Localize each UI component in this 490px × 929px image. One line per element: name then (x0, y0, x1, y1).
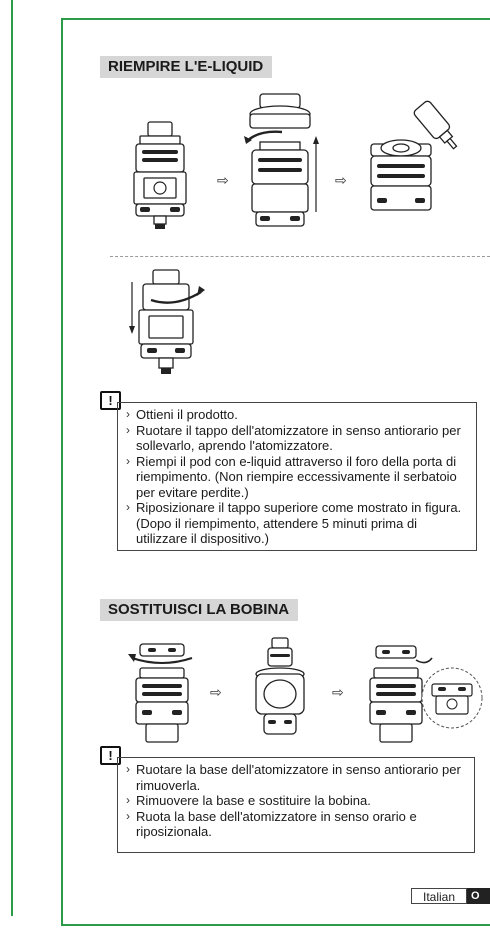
page-edge-line (11, 0, 13, 916)
notes-box-fill: Ottieni il prodotto. Ruotare il tappo de… (117, 402, 477, 551)
note-item: Ottieni il prodotto. (126, 407, 470, 423)
step-arrow-1: ⇨ (217, 172, 229, 188)
section-title-fill: RIEMPIRE L'E-LIQUID (100, 56, 273, 78)
atomizer-reinstall-base-illustration (369, 645, 483, 743)
atomizer-remove-base-illustration (128, 643, 193, 743)
atomizer-open-cap-illustration (244, 93, 319, 227)
step-arrow-4: ⇨ (332, 684, 344, 700)
notes-box-coil: Ruotare la base dell'atomizzatore in sen… (117, 757, 475, 853)
page-frame (61, 18, 490, 926)
atomizer-assembled-illustration (133, 121, 187, 229)
section-title-coil: SOSTITUISCI LA BOBINA (100, 599, 299, 621)
coil-replacement-illustration (255, 637, 305, 735)
note-item: Rimuovere la base e sostituire la bobina… (126, 793, 468, 809)
section-divider (110, 256, 490, 257)
note-item: Ruotare la base dell'atomizzatore in sen… (126, 762, 468, 793)
atomizer-filling-illustration (370, 100, 458, 211)
note-item: Ruota la base dell'atomizzatore in senso… (126, 809, 468, 840)
warning-icon: ! (100, 746, 121, 765)
note-item: Riempi il pod con e-liquid attraverso il… (126, 454, 470, 501)
page-number-block: O (467, 888, 490, 904)
language-label: Italian (411, 888, 467, 904)
warning-icon: ! (100, 391, 121, 410)
note-item: Riposizionare il tappo superiore come mo… (126, 500, 470, 547)
note-item: Ruotare il tappo dell'atomizzatore in se… (126, 423, 470, 454)
step-arrow-2: ⇨ (335, 172, 347, 188)
step-arrow-3: ⇨ (210, 684, 222, 700)
atomizer-close-cap-illustration (129, 269, 205, 374)
